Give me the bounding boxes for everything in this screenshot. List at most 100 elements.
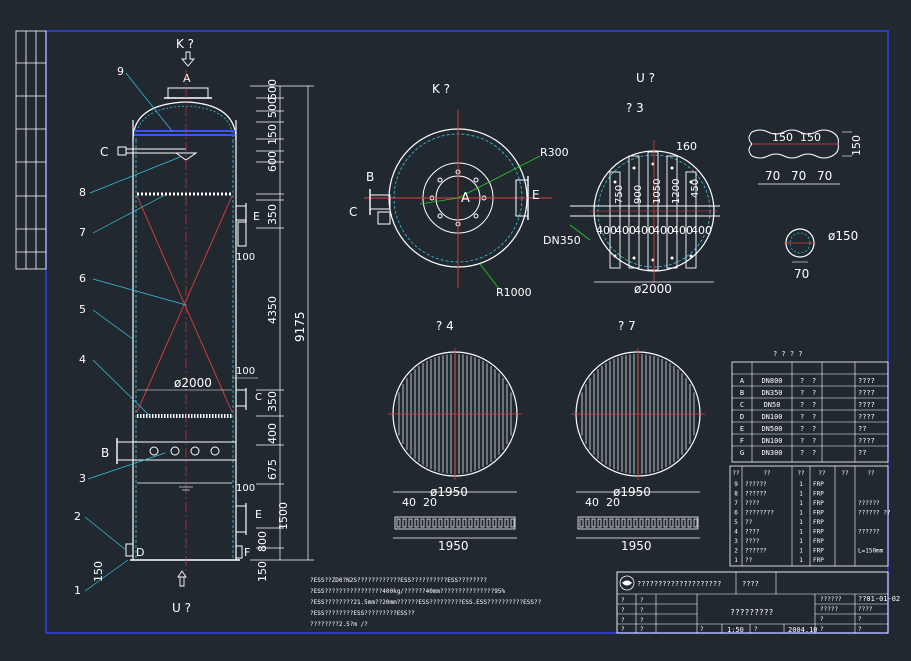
dim-150-left: 150 [92,561,105,582]
nozzle-table-cell: DN500 [761,425,782,433]
nozzle-table-cell: ? [800,425,804,433]
nozzle-table-cell: C [740,401,744,409]
nozzle-f-label: F [244,546,250,559]
dim-150-b: 150 [256,561,269,582]
grid-tooth [651,518,656,528]
parts-table-cell: FRP [813,510,824,517]
svg-text:?: ? [621,597,625,604]
dim-100-e: 100 [236,252,255,263]
grid-tooth [639,518,644,528]
parts-table-header: ?? [867,470,875,477]
grid-tooth [669,518,674,528]
nozzle-table-cell: DN100 [761,437,782,445]
nozzle-table-cell: ???? [858,389,875,397]
part-number-4: 4 [79,353,86,366]
drawing-date: 2004.10 [788,626,818,634]
svg-text:?: ? [858,626,862,633]
detail-d70b: 70 [794,267,809,281]
packing-height: 4350 [266,296,279,324]
parts-table-cell: ???? [745,538,760,545]
title-label-b: ???? [858,606,873,613]
svg-text:?: ? [820,616,824,623]
detail-d70-1: 70 [765,169,780,183]
top-view-title: K ? [432,82,450,96]
top-view-c-label: C [349,205,357,219]
spacing-5: 400 [672,224,693,237]
grid-tooth [579,518,584,528]
slot-750: 750 [614,185,625,204]
svg-text:?: ? [621,607,625,614]
section-view-title: U ? [636,71,655,85]
detail-d70-3: 70 [817,169,832,183]
grid-tooth [396,518,401,528]
grid-tooth [633,518,638,528]
parts-table-cell: 1 [734,557,738,564]
grid-tooth [474,518,479,528]
nozzle-table-cell: ? [812,449,816,457]
nozzle-table-cell: ???? [858,413,875,421]
spacing-2: 400 [615,224,636,237]
nozzle-e2-label: E [255,508,262,521]
parts-table-cell: L=150mm [858,548,884,555]
parts-table-cell: 4 [734,529,738,536]
parts-table-cell: ?????? [745,548,767,555]
nozzle-table-grid [732,362,888,462]
detail-dim-150a: 150 [772,131,793,144]
nozzle-table-cell: ? [800,437,804,445]
dim-100-c: 100 [236,366,255,377]
parts-table-cell: FRP [813,519,824,526]
part-leaders [84,72,187,592]
detail-d70-2: 70 [791,169,806,183]
grid-view-7-diameter: ø1950 [613,485,651,499]
svg-text:?: ? [640,597,644,604]
nozzle-table-cell: ?? [858,449,866,457]
grid-view-4-title: ? 4 [436,319,454,333]
slot-900: 900 [633,185,644,204]
grid-view-4-dim40: 40 [402,496,416,509]
parts-table-header: ?? [732,470,740,477]
nozzle-b-label: B [101,446,109,460]
parts-table-cell: 1 [799,548,803,555]
nozzle-table-cell: B [740,389,744,397]
top-view-e-label: E [532,188,540,202]
project-name: ?????? [820,596,842,603]
top-view-label: K ? [176,37,194,51]
nozzle-table-cell: ? [812,389,816,397]
grid-tooth [402,518,407,528]
parts-table-cell: FRP [813,500,824,507]
revision-strip [15,30,47,270]
grid-tooth [486,518,491,528]
nozzle-table-cell: ? [812,425,816,433]
grid-tooth [438,518,443,528]
nozzle-table-cell: D [740,413,744,421]
part-number-3: 3 [79,472,86,485]
r1000-label: R1000 [496,286,532,299]
grid-tooth [414,518,419,528]
parts-table-cell: FRP [813,538,824,545]
parts-table-header: ?? [797,470,805,477]
nozzle-table-cell: F [740,437,744,445]
part-number-8: 8 [79,186,86,199]
dim-800: 800 [256,531,269,552]
grid-tooth [468,518,473,528]
nozzle-table-cell: ? [812,413,816,421]
grid-tooth [462,518,467,528]
nozzle-table-cell: ? [812,377,816,385]
grid-tooth [585,518,590,528]
grid-tooth [591,518,596,528]
grid-tooth [627,518,632,528]
parts-table-cell: 1 [799,481,803,488]
technical-notes: ?ESS??ZD0?N2S????????????ESS??????????ES… [310,577,542,628]
grid-tooth [615,518,620,528]
section-d160: 160 [676,140,697,153]
grid-tooth [510,518,515,528]
parts-table-cell: FRP [813,548,824,555]
detail-dim-150c: 150 [850,135,863,156]
dim-350-b: 350 [266,391,279,412]
grid-tooth [498,518,503,528]
parts-table-cell: 7 [734,500,738,507]
grid-tooth [645,518,650,528]
